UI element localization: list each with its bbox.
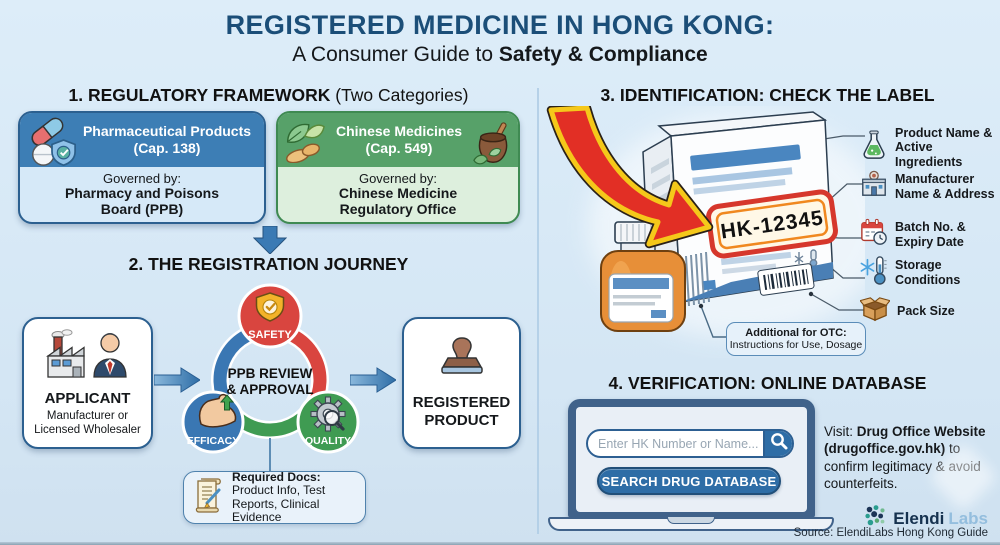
pharmaceutical-card-title: Pharmaceutical Products (Cap. 138) [82, 122, 252, 157]
brand-name-primary: Elendi [893, 508, 945, 528]
laptop [568, 399, 815, 518]
laptop-base [548, 517, 834, 531]
label-row: Product Name & Active Ingredients [860, 126, 998, 169]
applicant-box: APPLICANT Manufacturer or Licensed Whole… [22, 317, 153, 449]
search-input[interactable] [588, 431, 763, 456]
ring-center-line1: PPB REVIEW [228, 366, 313, 381]
label-row: Batch No. & Expiry Date [860, 218, 998, 251]
calendar-clock-icon [860, 218, 888, 251]
bottom-edge [0, 542, 1000, 545]
pack-box-icon [859, 296, 891, 327]
label-row: Storage Conditions [860, 255, 998, 290]
scroll-document-icon [192, 476, 226, 519]
search-drug-database-button[interactable]: SEARCH DRUG DATABASE [597, 467, 781, 495]
pharmaceutical-card-body: Governed by: Pharmacy and Poisons Board … [20, 167, 264, 222]
pharmaceutical-card-header: Pharmaceutical Products (Cap. 138) [20, 113, 264, 167]
label-batch-expiry: Batch No. & Expiry Date [895, 220, 966, 249]
docs-connector-line [269, 438, 271, 471]
search-icon [769, 431, 789, 456]
governed-by-label: Governed by: [358, 171, 438, 187]
flask-icon [860, 130, 888, 165]
otc-label: Additional for OTC: [745, 327, 847, 339]
otc-note-box: Additional for OTC: Instructions for Use… [726, 322, 866, 356]
page-title: REGISTERED MEDICINE IN HONG KONG: [225, 10, 775, 40]
laptop-screen [576, 407, 807, 512]
storage-thermometer-icon [860, 255, 888, 290]
manufacturer-building-icon [860, 170, 888, 203]
label-row: Pack Size [859, 296, 998, 327]
required-docs-label: Required Docs: [232, 470, 321, 485]
chinese-medicine-card-title: Chinese Medicines (Cap. 549) [335, 122, 463, 157]
flow-arrow-right-icon [153, 367, 201, 398]
logo-dots-icon [863, 503, 889, 534]
efficacy-label: EFFICACY [187, 435, 240, 447]
section3-heading: 3. IDENTIFICATION: CHECK THE LABEL [600, 85, 935, 105]
governed-by-label: Governed by: [102, 171, 182, 187]
hk-number-badge: HK-12345 [706, 189, 838, 259]
required-docs-body: Product Info, Test Reports, Clinical Evi… [232, 483, 326, 525]
stamp-icon [434, 335, 490, 386]
page-subtitle: A Consumer Guide to Safety & Compliance [292, 43, 708, 66]
drug-search-bar[interactable] [586, 429, 794, 458]
governing-body: Pharmacy and Poisons Board (PPB) [64, 185, 220, 217]
barcode [757, 263, 815, 296]
chinese-medicine-card-header: Chinese Medicines (Cap. 549) [278, 113, 518, 167]
otc-connector-line [695, 302, 733, 349]
gear-magnifier-icon [310, 396, 346, 432]
source-attribution: Source: ElendiLabs Hong Kong Guide [793, 527, 988, 539]
down-arrow-icon [252, 225, 288, 259]
herbs-icon [280, 119, 326, 168]
laptop-notch [667, 517, 715, 524]
column-divider [537, 88, 539, 534]
registered-product-box: REGISTERED PRODUCT [402, 317, 521, 449]
label-manufacturer: Manufacturer Name & Address [895, 172, 995, 201]
applicant-subtitle: Manufacturer or Licensed Wholesaler [34, 410, 141, 436]
otc-body: Instructions for Use, Dosage [729, 339, 863, 351]
search-submit[interactable] [763, 431, 792, 456]
factory-person-icon [42, 329, 134, 390]
label-row: Manufacturer Name & Address [860, 170, 998, 203]
quality-label: QUALITY [305, 435, 351, 447]
chinese-medicine-card-body: Governed by: Chinese Medicine Regulatory… [278, 167, 518, 222]
required-docs-box: Required Docs: Product Info, Test Report… [183, 470, 366, 525]
chinese-medicine-card: Chinese Medicines (Cap. 549) Governed by… [276, 111, 520, 224]
pills-shield-icon [24, 117, 80, 174]
applicant-title: APPLICANT [44, 390, 131, 407]
label-product-name: Product Name & Active Ingredients [895, 126, 993, 169]
registered-product-title: REGISTERED PRODUCT [412, 394, 511, 429]
box-storage-glyph [794, 249, 818, 267]
muscle-arm-icon [198, 393, 237, 428]
medicine-bottle [600, 221, 686, 332]
red-arrow-icon [546, 103, 714, 249]
section1-heading: 1. REGULATORY FRAMEWORK (Two Categories) [68, 85, 469, 105]
brand-name-secondary: Labs [948, 508, 988, 528]
medicine-box-illustration: HK-12345 [543, 103, 888, 363]
herbal-pot-icon [472, 121, 516, 176]
ppb-review-ring: PPB REVIEW & APPROVAL SAFETY EFFICACY [175, 283, 365, 461]
section2-heading: 2. THE REGISTRATION JOURNEY [128, 254, 409, 274]
flow-arrow-right-icon [349, 367, 397, 398]
section4-heading: 4. VERIFICATION: ONLINE DATABASE [608, 373, 927, 393]
pharmaceutical-card: Pharmaceutical Products (Cap. 138) Gover… [18, 111, 266, 224]
safety-label: SAFETY [248, 329, 292, 341]
label-storage: Storage Conditions [895, 258, 961, 287]
label-pack-size: Pack Size [897, 304, 955, 319]
shield-check-icon [255, 292, 285, 322]
ring-center-line2: & APPROVAL [226, 382, 313, 397]
governing-body: Chinese Medicine Regulatory Office [338, 185, 458, 217]
